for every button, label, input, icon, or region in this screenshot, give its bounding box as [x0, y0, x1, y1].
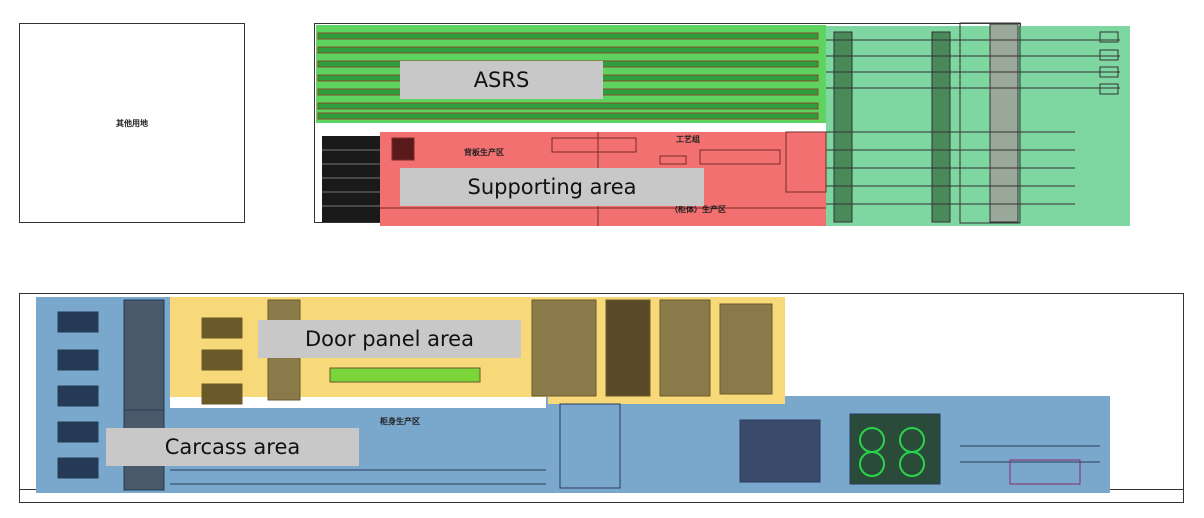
- right-green-zone: [826, 26, 1130, 226]
- other-land-text: 其他用地: [116, 119, 148, 128]
- carcass-right-machines: [170, 403, 1100, 489]
- craft-group-text: 工艺组: [676, 135, 700, 144]
- right-conveyors: [826, 22, 1120, 224]
- door-machines: [201, 299, 773, 405]
- bottom-building-outline: [19, 293, 1184, 503]
- cabinet-zone-text: （柜体）生产区: [670, 205, 726, 214]
- back-panel-zone-text: 背板生产区: [464, 148, 504, 157]
- asrs-label: ASRS: [400, 61, 603, 99]
- carcass-area-label: Carcass area: [106, 428, 359, 466]
- other-land-block: 其他用地: [19, 23, 245, 223]
- carcass-zone-text: 柜身生产区: [380, 417, 420, 426]
- supporting-area-label: Supporting area: [400, 168, 704, 206]
- storage-grid: [322, 149, 380, 207]
- carcass-zone-right: [546, 396, 1110, 493]
- door-panel-area-label: Door panel area: [258, 320, 521, 358]
- door-panel-zone-tab: [548, 396, 785, 404]
